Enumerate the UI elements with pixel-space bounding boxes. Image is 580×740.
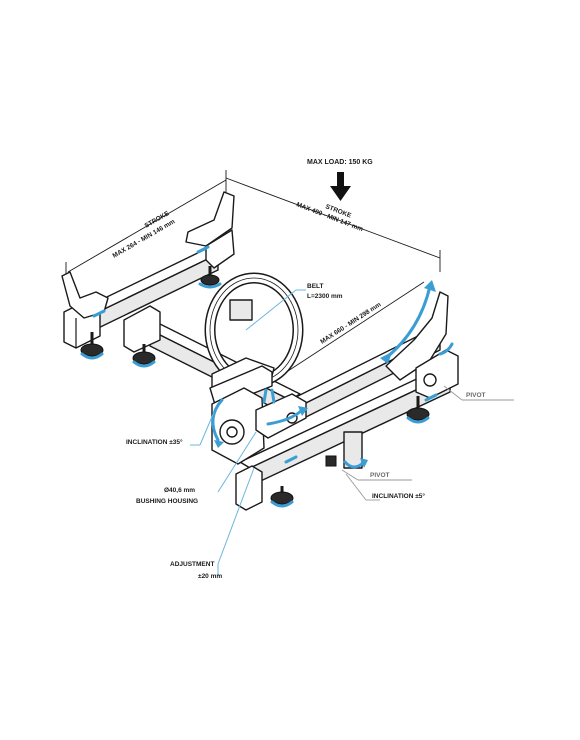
belt-assembly — [204, 272, 304, 409]
adjustment-title: ADJUSTMENT — [170, 561, 214, 568]
pivot-center-label: PIVOT — [370, 472, 390, 479]
rotation-arrow-icon — [384, 284, 432, 360]
double-arrow-icon — [270, 388, 276, 404]
rotation-arrow-icon — [211, 398, 224, 442]
pivot-right-label: PIVOT — [466, 392, 486, 399]
inclination-35-label: INCLINATION ±35° — [126, 438, 183, 446]
inclination-5-label: INCLINATION ±5° — [372, 492, 425, 500]
foot-left — [80, 332, 104, 357]
rotation-arrow-icon — [266, 408, 304, 426]
foot-front — [270, 486, 294, 505]
adjustable-feet — [80, 266, 430, 505]
belt-length: L=2300 mm — [307, 293, 343, 300]
max-load-label: MAX LOAD: 150 KG — [307, 159, 373, 166]
max-load-arrow — [330, 172, 351, 201]
foot-right — [406, 396, 430, 421]
foot-back — [132, 344, 156, 365]
adjustment-range: ±20 mm — [198, 573, 222, 580]
foot-center — [325, 455, 337, 467]
foot-back-left — [200, 266, 220, 286]
leader-lines — [190, 289, 514, 576]
motion-arrows — [80, 245, 454, 508]
bushing-diameter-label: Ø40,6 mm — [164, 487, 195, 494]
saddle-supports — [61, 191, 459, 399]
bushing-housing — [211, 387, 307, 465]
down-arrow-icon — [337, 172, 344, 186]
double-arrow-icon — [262, 388, 268, 404]
belt-title: BELT — [307, 283, 324, 290]
stroke-right-range: MAX 660 - MIN 298 mm — [319, 301, 382, 346]
bushing-housing-label: BUSHING HOUSING — [136, 498, 198, 505]
